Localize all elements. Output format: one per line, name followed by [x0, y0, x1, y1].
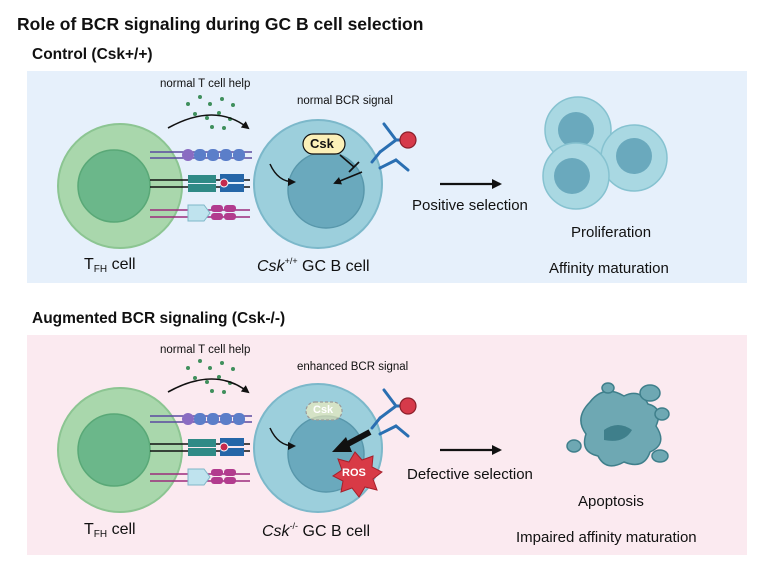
t-help-label-bottom: normal T cell help [160, 344, 251, 356]
figure-title: Role of BCR signaling during GC B cell s… [17, 14, 424, 34]
csk-label-top: Csk [310, 136, 334, 151]
gcb-cell-label-bottom: Csk-/- GC B cell [262, 521, 371, 540]
positive-selection-label: Positive selection [412, 197, 528, 214]
ros-label: ROS [342, 467, 366, 479]
tfh-cell-label-top: TFH cell [84, 256, 136, 275]
tfh-cell-nucleus-b [77, 413, 151, 487]
csk-label-bottom: Csk [313, 404, 334, 416]
t-help-label-top: normal T cell help [160, 78, 251, 90]
antigen [399, 131, 417, 149]
gcb-cell-nucleus [287, 151, 365, 229]
affinity-maturation-label: Affinity maturation [549, 260, 669, 277]
csk-pill-faded [305, 401, 343, 421]
top-graphics [57, 95, 668, 249]
proliferation-label: Proliferation [571, 224, 652, 241]
apoptotic-nucleus [604, 425, 632, 441]
bcr-signal-label-top: normal BCR signal [297, 95, 393, 107]
enhanced-bcr-arrow [332, 437, 352, 452]
bcr-antibody [370, 122, 414, 172]
bottom-graphics [57, 359, 670, 513]
antigen-b [399, 397, 417, 415]
defective-selection-label: Defective selection [407, 466, 533, 483]
bcr-signal-label-bottom: enhanced BCR signal [297, 361, 409, 373]
csk-pill [302, 133, 346, 155]
tcr-signal-arrow-b [269, 427, 296, 450]
bcr-signal-arrow [333, 171, 363, 185]
cytokine-dots [186, 95, 235, 130]
section-title-augmented: Augmented BCR signaling (Csk-/-) [32, 310, 286, 327]
gcb-cell-label-top: Csk+/+ GC B cell [257, 256, 370, 275]
apoptotic-fragments [566, 382, 670, 467]
t-help-arrow [167, 114, 250, 130]
tfh-cell-label-bottom: TFH cell [84, 521, 136, 540]
impaired-affinity-label: Impaired affinity maturation [516, 529, 697, 546]
ros-burst [332, 451, 383, 498]
tfh-cell-nucleus [77, 149, 151, 223]
tcr-signal-arrow [269, 163, 296, 186]
synapse-molecules-b [150, 413, 252, 486]
cytokine-dots-b [186, 359, 235, 394]
section-title-control: Control (Csk+/+) [32, 46, 153, 63]
apoptosis-label: Apoptosis [578, 493, 644, 510]
proliferating-cells [542, 96, 668, 210]
t-help-arrow-b [167, 378, 250, 394]
synapse-molecules [150, 149, 252, 222]
